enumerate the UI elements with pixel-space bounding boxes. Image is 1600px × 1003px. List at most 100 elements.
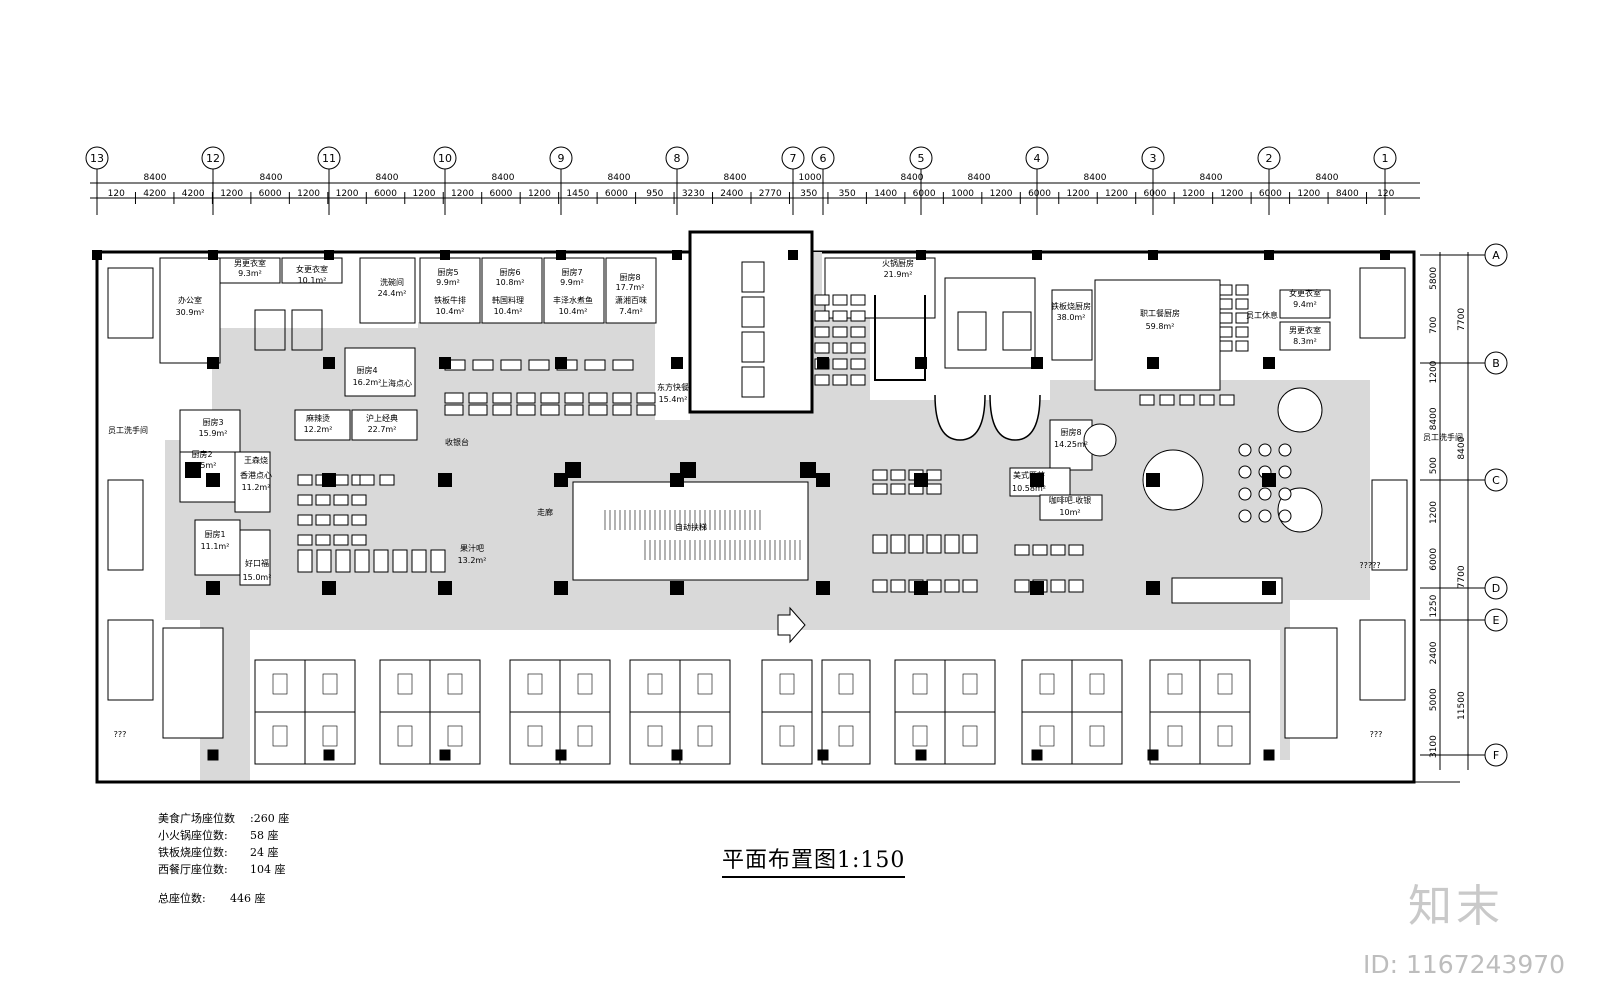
table — [444, 392, 464, 404]
table — [444, 404, 464, 416]
room-label-kitchen2-area: 16.5m² — [188, 461, 217, 470]
round-table-small — [1278, 487, 1292, 501]
table — [962, 534, 978, 554]
room-label-kitchen3-area: 15.9m² — [199, 429, 228, 438]
table — [516, 392, 536, 404]
room-label-kitchen8b: 厨房8 — [1060, 427, 1081, 437]
table — [962, 579, 978, 593]
dim-bottom-7: 6000 — [374, 189, 397, 199]
room-label-fast-food: 东方快餐 — [657, 382, 689, 392]
seat-stat-value: 24 座 — [250, 846, 279, 859]
room-label-male-locker2: 男更衣室 — [1289, 325, 1321, 335]
table — [584, 359, 606, 371]
table — [890, 483, 906, 495]
table — [379, 474, 395, 486]
room-label-staff-kitchen: 职工餐厨房 — [1140, 308, 1180, 318]
table — [335, 549, 351, 573]
table — [588, 404, 608, 416]
dim-top-1: 8400 — [260, 173, 283, 183]
room-label-female-locker: 女更衣室 — [296, 264, 328, 274]
table — [468, 404, 488, 416]
dim-right-inner-3: 11500 — [1457, 691, 1467, 720]
dim-top-7: 8400 — [901, 173, 924, 183]
room-label-spicy: 麻辣烫 — [306, 413, 330, 423]
table — [636, 404, 656, 416]
table — [315, 534, 331, 546]
room-label-kitchen2: 厨房2 — [191, 449, 212, 459]
drawing-title: 平面布置图1:150 — [722, 842, 906, 878]
shop-sign — [397, 673, 413, 695]
room-label-office: 办公室 — [178, 295, 202, 305]
table — [872, 469, 888, 481]
column — [1263, 357, 1275, 369]
dim-right-outer-1: 700 — [1429, 316, 1439, 333]
shop-sign — [838, 673, 854, 695]
dim-top-11: 8400 — [1316, 173, 1339, 183]
room-label-fish-area: 10.4m² — [559, 307, 588, 316]
dim-bottom-31: 1200 — [1297, 189, 1320, 199]
dim-bottom-12: 1450 — [566, 189, 589, 199]
dim-bottom-22: 1000 — [951, 189, 974, 199]
room-label-office-area: 30.9m² — [176, 308, 205, 317]
dim-bottom-28: 1200 — [1182, 189, 1205, 199]
table — [1219, 298, 1233, 310]
table — [430, 549, 446, 573]
table — [472, 359, 494, 371]
shop-sign — [527, 725, 543, 747]
table — [564, 404, 584, 416]
room-label-korean: 韩国料理 — [492, 295, 524, 305]
shop-sign — [1167, 725, 1183, 747]
elevator-c2 — [741, 296, 765, 328]
table — [832, 358, 848, 370]
table — [850, 374, 866, 386]
shop-sign — [272, 725, 288, 747]
seat-total-row: 总座位数:446 座 — [158, 890, 266, 906]
table — [872, 579, 888, 593]
table — [392, 549, 408, 573]
axis-label-D: D — [1492, 582, 1500, 595]
dim-bottom-33: 120 — [1377, 189, 1394, 199]
round-table-small — [1238, 465, 1252, 479]
table — [850, 342, 866, 354]
table — [814, 326, 830, 338]
table — [373, 549, 389, 573]
table — [297, 549, 313, 573]
table — [1219, 326, 1233, 338]
room-label-hk-area: 11.2m² — [242, 483, 271, 492]
table — [351, 514, 367, 526]
axis-label-7: 7 — [790, 152, 797, 165]
hotpot-counter — [874, 295, 926, 381]
room-label-pizza: 美式匹萨 — [1013, 470, 1045, 480]
column — [555, 749, 567, 761]
female-locker-room — [281, 257, 343, 284]
table — [890, 579, 906, 593]
column — [914, 581, 928, 595]
entry-arrow-icon — [777, 606, 806, 644]
table — [1159, 394, 1175, 406]
seat-stat-label: 西餐厅座位数: — [158, 863, 228, 876]
room-label-male-locker: 男更衣室 — [234, 258, 266, 268]
stair-left-bottom — [107, 619, 154, 701]
column — [322, 473, 336, 487]
table — [351, 534, 367, 546]
dim-bottom-6: 1200 — [336, 189, 359, 199]
table — [492, 404, 512, 416]
spicy-room — [294, 409, 351, 441]
dim-right-outer-0: 5800 — [1429, 267, 1439, 290]
column — [800, 462, 816, 478]
elevator-right-room — [944, 277, 1036, 369]
room-label-escalator: 自动扶梯 — [675, 522, 707, 532]
room-label-juice: 果汁吧 — [460, 543, 484, 553]
room-label-kitchen4: 厨房4 — [356, 365, 377, 375]
axis-label-E: E — [1493, 614, 1500, 627]
table — [359, 474, 375, 486]
shop-sign — [962, 725, 978, 747]
table — [354, 549, 370, 573]
room-label-kitchen7-area: 9.9m² — [560, 278, 584, 287]
axis-label-3: 3 — [1150, 152, 1157, 165]
shop-sign — [962, 673, 978, 695]
axis-label-2: 2 — [1266, 152, 1273, 165]
table — [333, 534, 349, 546]
